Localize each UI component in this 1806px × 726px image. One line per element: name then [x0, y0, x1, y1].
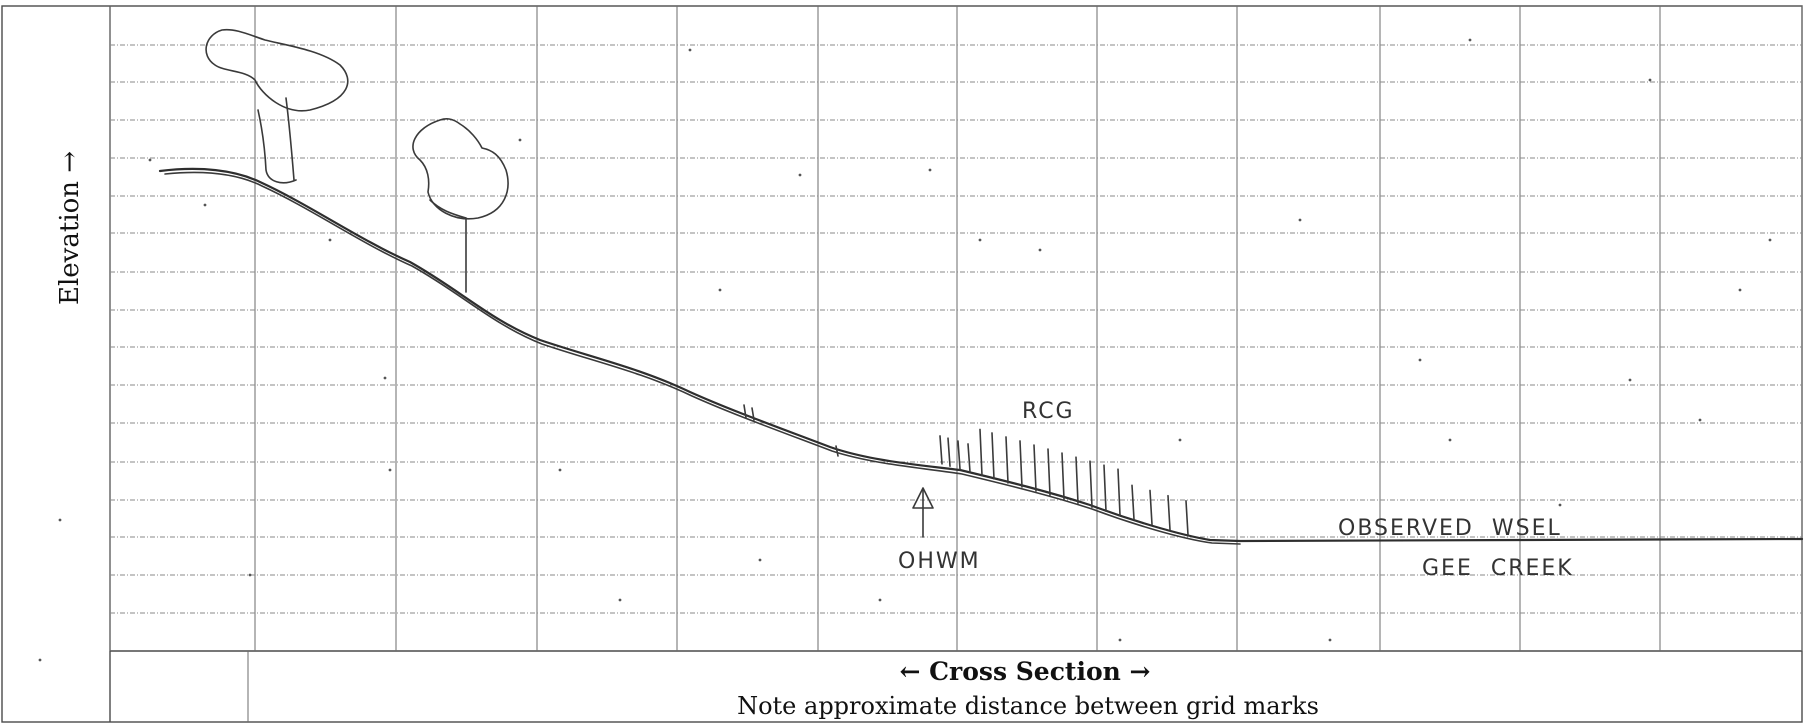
speck: [1558, 503, 1562, 507]
hatch-stroke: [1117, 468, 1121, 517]
speck: [388, 468, 392, 472]
hatch-stroke: [991, 432, 995, 480]
rcg-label: RCG: [1022, 399, 1075, 424]
speck: [688, 48, 692, 52]
hatch-stroke: [1131, 484, 1135, 521]
hatch-stroke: [1047, 448, 1051, 496]
hatch-stroke: [1061, 452, 1065, 500]
speck: [798, 173, 802, 177]
speck: [383, 376, 387, 380]
speck: [558, 468, 562, 472]
hatch-stroke: [1103, 464, 1107, 512]
reed-canary-grass-hatching: [939, 428, 1189, 536]
hatch-stroke: [1167, 494, 1171, 531]
grid: [109, 6, 1803, 651]
hatch-stroke: [1033, 444, 1037, 492]
speck: [718, 288, 722, 292]
hatch-stroke: [1089, 460, 1093, 508]
speck: [928, 168, 932, 172]
observed-wsel-label: OBSERVED WSEL: [1338, 516, 1562, 541]
speck: [38, 658, 42, 662]
hatch-stroke: [979, 428, 983, 477]
speck: [978, 238, 982, 242]
speck: [1328, 638, 1332, 642]
speck: [1698, 418, 1702, 422]
ground-profile-shadow: [164, 171, 1241, 545]
speck: [1738, 288, 1742, 292]
speck: [1468, 38, 1472, 42]
hatch-stroke: [1019, 440, 1023, 488]
speck: [1118, 638, 1122, 642]
tree-sketch-2: [412, 118, 509, 293]
speck: [248, 573, 252, 577]
speck: [1648, 78, 1652, 82]
elevation-axis-label: Elevation →: [55, 151, 85, 305]
hatch-stroke: [1005, 436, 1009, 484]
hatch-stroke: [957, 440, 961, 470]
cross-section-axis-title: ← Cross Section →: [900, 657, 1151, 686]
speck: [1038, 248, 1042, 252]
speck: [1628, 378, 1632, 382]
speck: [1418, 358, 1422, 362]
upslope-tick-marks: [743, 404, 839, 457]
ground-profile-line: [158, 167, 1804, 543]
speck: [328, 238, 332, 242]
speck: [148, 158, 152, 162]
speck: [1298, 218, 1302, 222]
hatch-stroke: [939, 435, 943, 465]
speck: [1768, 238, 1772, 242]
hatch-stroke: [1075, 456, 1079, 504]
hatch-stroke: [1149, 489, 1153, 526]
hatch-stroke: [967, 443, 971, 473]
speck: [758, 558, 762, 562]
speck: [203, 203, 207, 207]
grid-spacing-note: Note approximate distance between grid m…: [737, 692, 1319, 720]
sheet-frame: [1, 5, 1803, 723]
ohwm-label: OHWM: [898, 549, 981, 574]
hatch-stroke: [947, 437, 951, 467]
speck: [58, 518, 62, 522]
speck: [1448, 438, 1452, 442]
creek-name-label: GEE CREEK: [1422, 556, 1574, 581]
speck: [518, 138, 522, 142]
speck: [1178, 438, 1182, 442]
scan-specks: [38, 38, 1772, 662]
speck: [618, 598, 622, 602]
speck: [878, 598, 882, 602]
ohwm-arrow: [912, 487, 934, 538]
hatch-stroke: [1185, 500, 1189, 536]
tree-sketch-1: [205, 28, 349, 184]
